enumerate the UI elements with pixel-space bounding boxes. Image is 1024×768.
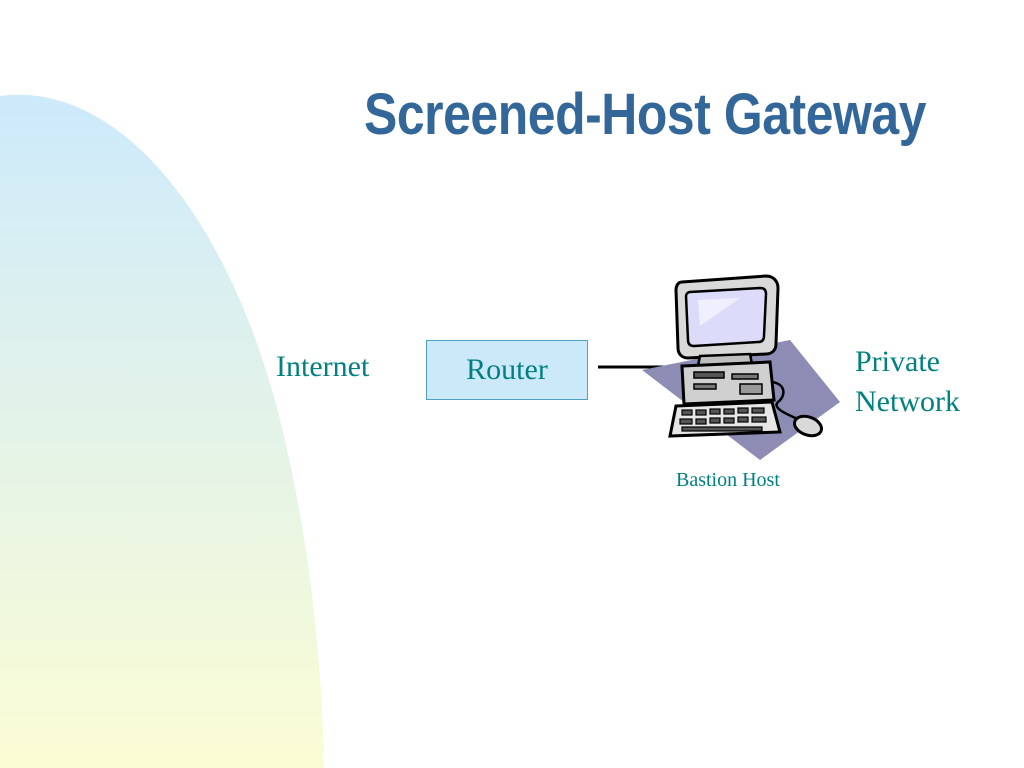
private-network-label-line2: Network	[855, 385, 960, 418]
router-label: Router	[466, 353, 548, 386]
private-network-label-line1: Private	[855, 345, 940, 378]
router-box: Router	[426, 340, 588, 400]
internet-label: Internet	[276, 350, 370, 383]
desktop-computer-icon	[598, 274, 840, 460]
private-network-label: Private Network	[855, 342, 1005, 422]
slide-title: Screened-Host Gateway	[363, 82, 927, 147]
monitor-screen	[684, 286, 768, 348]
system-unit	[680, 360, 776, 406]
mouse-cable	[771, 380, 801, 422]
mouse	[792, 414, 824, 438]
bastion-host-label: Bastion Host	[676, 469, 780, 491]
